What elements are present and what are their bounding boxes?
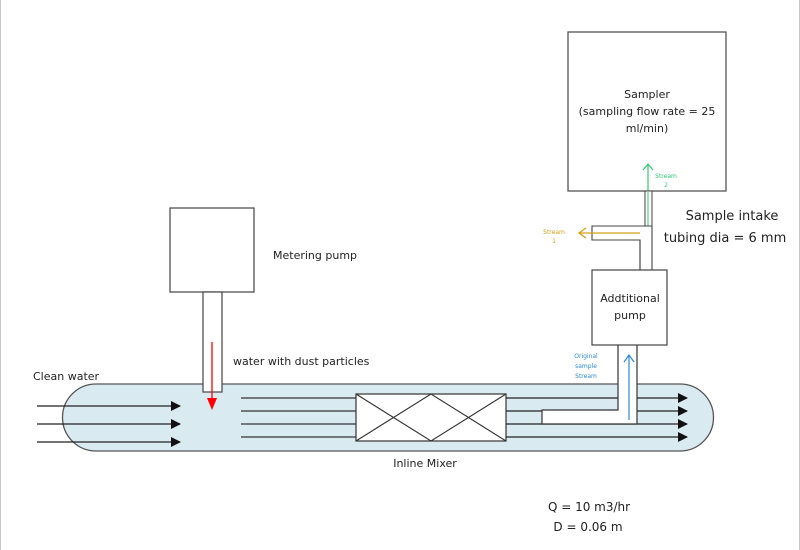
sampler-label: Sampler (624, 88, 670, 101)
sampler-flow-label: (sampling flow rate = 25 (579, 105, 716, 118)
metering-pump (169, 207, 255, 410)
original-stream-label: Original (574, 353, 598, 360)
stream2-label: Stream (655, 173, 677, 180)
dust-water-label: water with dust particles (233, 355, 370, 368)
pre-mixer-lines (241, 397, 356, 438)
inline-mixer-label: Inline Mixer (393, 457, 457, 470)
tubing-diameter-label: tubing dia = 6 mm (664, 231, 787, 246)
additional-pump-label-2: pump (614, 309, 646, 322)
stream2-number: 2 (664, 182, 668, 189)
metering-pump-label: Metering pump (273, 249, 357, 262)
sampler: Sampler (sampling flow rate = 25 ml/min) (567, 31, 727, 192)
tubing-label: Sample intake (686, 209, 779, 224)
stream1-number: 1 (552, 238, 556, 245)
clean-water-label: Clean water (33, 370, 100, 383)
flow-rate-label: Q = 10 m3/hr (548, 500, 630, 514)
original-stream-label: Stream (575, 373, 597, 380)
stream1: Stream 1 (543, 227, 640, 245)
inline-mixer (355, 393, 507, 442)
dust-flow-arrow-icon (207, 398, 217, 410)
original-stream-label: sample (575, 363, 597, 370)
inlet-arrows (37, 401, 181, 447)
diameter-label: D = 0.06 m (553, 520, 622, 534)
sample-intake-tubing (644, 190, 653, 229)
additional-pump-label: Addtitional (600, 292, 660, 305)
additional-pump: Addtitional pump (591, 269, 668, 346)
sampler-flow-unit: ml/min) (626, 122, 669, 135)
stream1-label: Stream (543, 229, 565, 236)
